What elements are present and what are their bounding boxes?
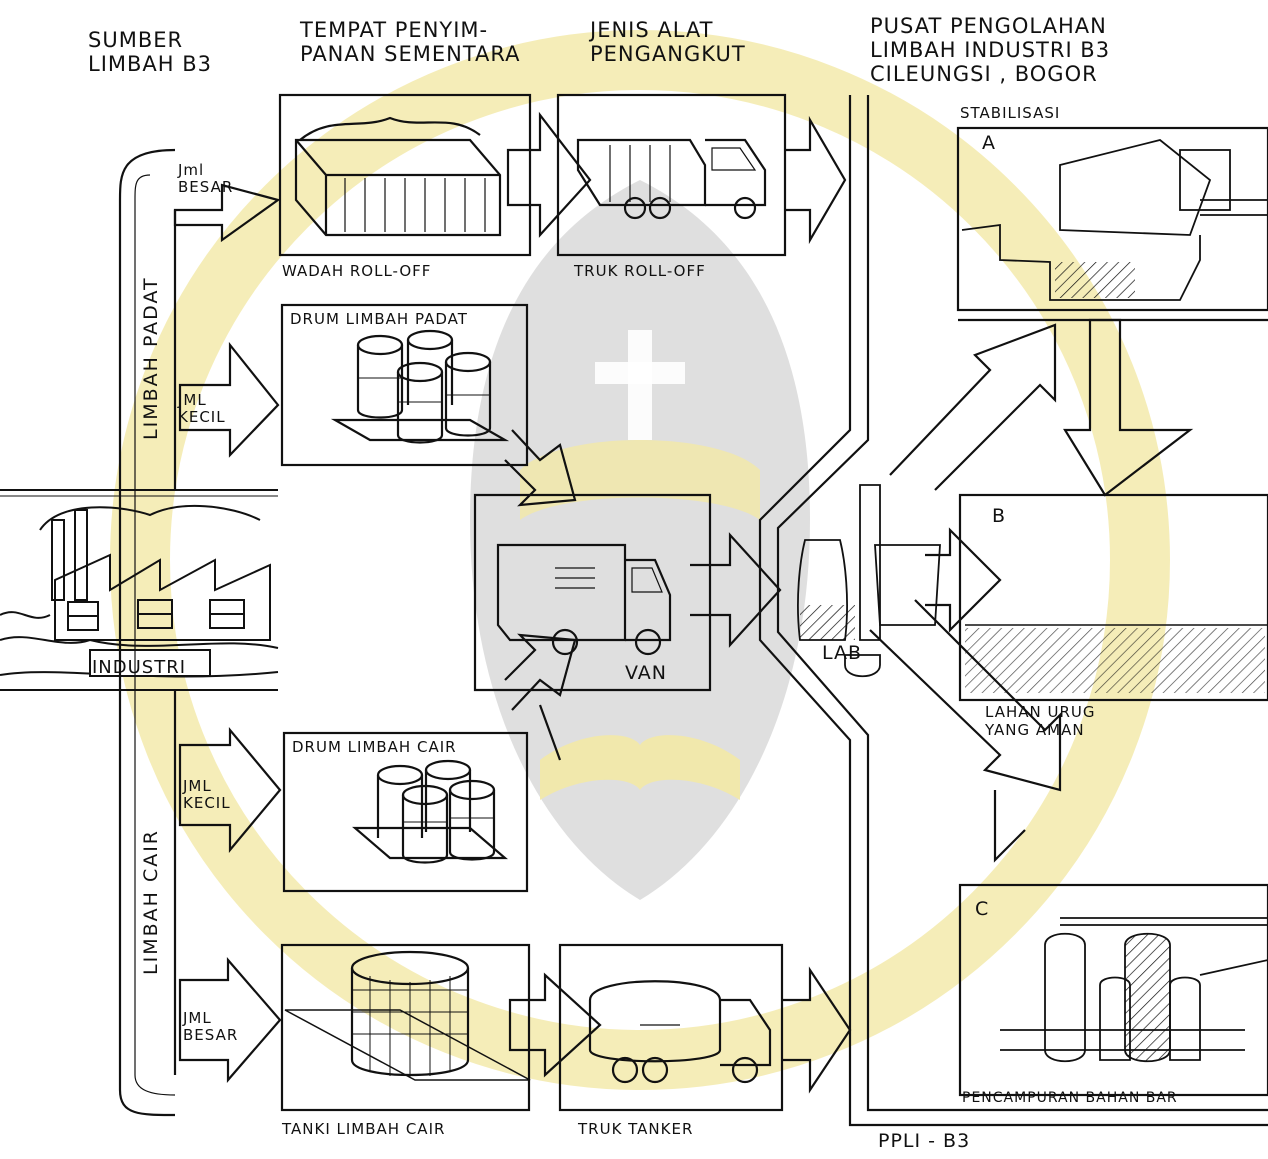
storage-liquid-drum-box: [282, 731, 529, 893]
storage-liquid-tank-box: [280, 943, 531, 1112]
solid-drum-label: DRUM LIMBAH PADAT: [290, 310, 468, 328]
industry-illustration: [0, 489, 279, 691]
tanker-truck-label: TRUK TANKER: [578, 1120, 694, 1138]
lab-label: LAB: [822, 642, 863, 664]
van-box: [473, 493, 712, 692]
van-label: VAN: [625, 662, 667, 684]
lab-illustration: [797, 484, 941, 678]
storage-roll-off-box: [278, 93, 532, 257]
center-frame: [758, 95, 1268, 1127]
fuel-blending-illustration: [1000, 917, 1268, 1063]
liquid-waste-label: LIMBAH CAIR: [140, 828, 162, 975]
roll-off-truck-label: TRUK ROLL-OFF: [574, 262, 706, 280]
storage-solid-drum-box: [280, 303, 529, 467]
section-c-label: C: [975, 898, 990, 920]
landfill-label: LAHAN URUG YANG AMAN: [985, 703, 1096, 739]
van-to-lab-arrow: [690, 532, 782, 648]
quantity-liquid-large: JML BESAR: [183, 1009, 239, 1044]
quantity-liquid-small: JML KECIL: [183, 777, 231, 812]
center-flow-arrows: [869, 318, 1194, 863]
roll-off-truck-box: [556, 93, 787, 257]
truck-to-center-arrow-top: [785, 115, 847, 245]
header-source: SUMBER LIMBAH B3: [88, 28, 213, 76]
industry-label: INDUSTRI: [92, 657, 187, 678]
quantity-solid-large: Jml BESAR: [178, 161, 234, 196]
facility-code-label: PPLI - B3: [878, 1130, 971, 1152]
fuel-blending-label: PENCAMPURAN BAHAN BAR: [962, 1090, 1178, 1106]
roll-off-container-label: WADAH ROLL-OFF: [282, 262, 432, 280]
liquid-tank-label: TANKI LIMBAH CAIR: [282, 1120, 446, 1138]
section-a-label: A: [982, 132, 996, 154]
header-treatment-center: PUSAT PENGOLAHAN LIMBAH INDUSTRI B3 CILE…: [870, 14, 1111, 86]
stabilization-label: STABILISASI: [960, 104, 1061, 122]
liquid-drum-label: DRUM LIMBAH CAIR: [292, 738, 457, 756]
solid-waste-label: LIMBAH PADAT: [140, 276, 162, 440]
header-transport: JENIS ALAT PENGANGKUT: [590, 18, 746, 66]
landfill-illustration: [965, 624, 1268, 693]
quantity-solid-small: JML KECIL: [178, 391, 226, 426]
header-storage: TEMPAT PENYIM- PANAN SEMENTARA: [300, 18, 521, 66]
section-b-label: B: [992, 505, 1007, 527]
tanker-truck-box: [558, 943, 784, 1112]
stabilization-illustration: [961, 139, 1268, 301]
source-bracket-lines: [118, 148, 282, 1117]
